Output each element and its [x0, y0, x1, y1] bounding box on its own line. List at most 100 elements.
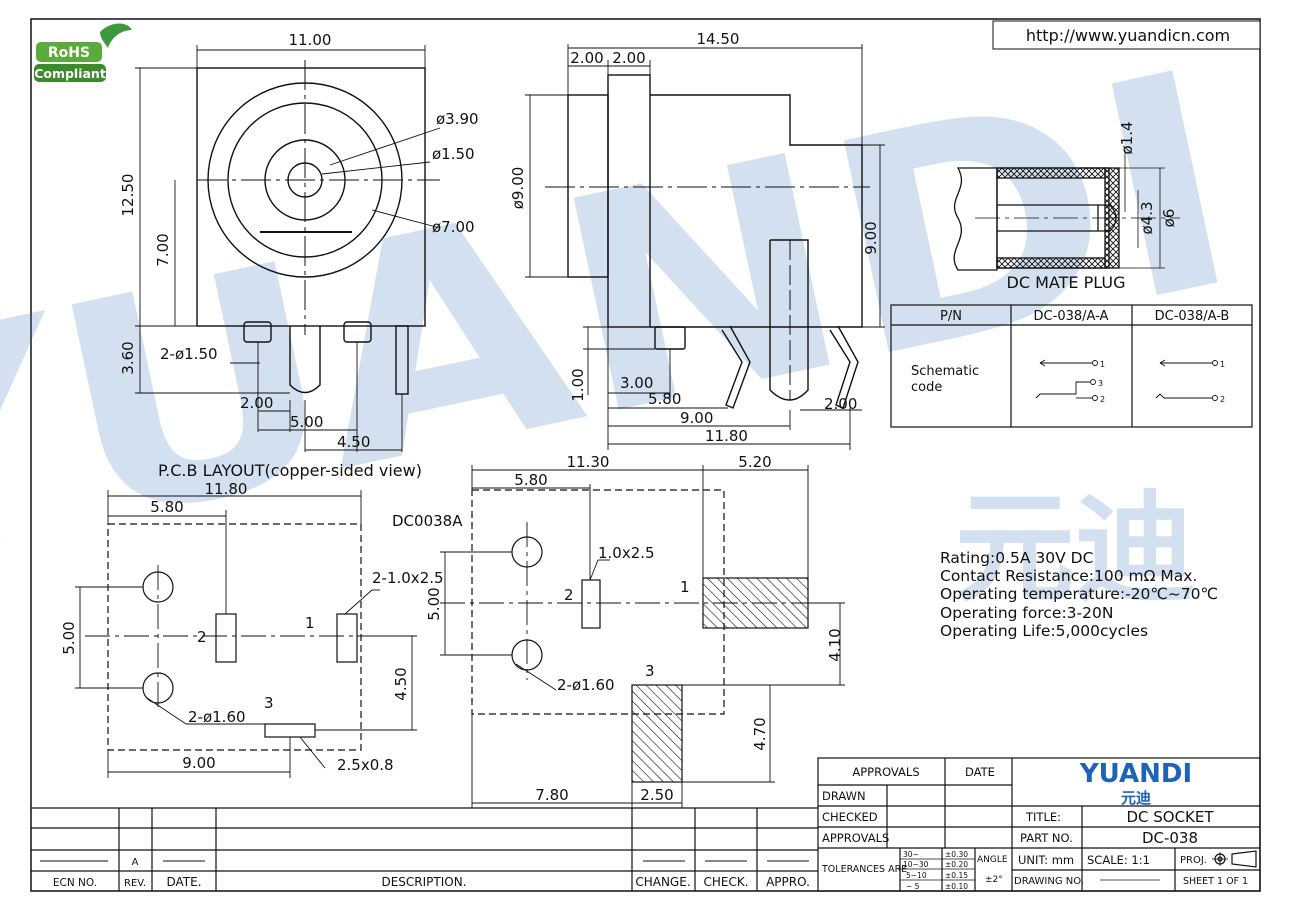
svg-text:Operating force:3-20N: Operating force:3-20N	[940, 604, 1113, 622]
svg-text:2.00: 2.00	[240, 394, 273, 412]
svg-text:11.30: 11.30	[567, 453, 610, 471]
svg-text:9.00: 9.00	[680, 409, 713, 427]
svg-text:Compliant: Compliant	[34, 66, 106, 81]
svg-text:2.00: 2.00	[824, 395, 857, 413]
svg-text:DRAWING NO.: DRAWING NO.	[1014, 876, 1084, 887]
svg-text:5.20: 5.20	[738, 453, 771, 471]
mate-plug-labels: ø1.4 ø4.3 ø6 DC MATE PLUG	[1007, 121, 1178, 292]
svg-text:DESCRIPTION.: DESCRIPTION.	[381, 875, 466, 889]
revision-table-labels: A ECN NO. REV. DATE. DESCRIPTION. CHANGE…	[53, 857, 810, 889]
svg-text:APPRO.: APPRO.	[766, 875, 810, 889]
svg-text:1.00: 1.00	[569, 368, 587, 401]
svg-text:2.5x0.8: 2.5x0.8	[337, 756, 394, 774]
svg-text:2: 2	[1220, 395, 1225, 404]
svg-text:2-1.0x2.5: 2-1.0x2.5	[372, 569, 444, 587]
svg-text:ANGLE: ANGLE	[977, 855, 1008, 865]
svg-text:5.00: 5.00	[60, 621, 78, 654]
svg-text:SHEET 1 OF 1: SHEET 1 OF 1	[1183, 876, 1248, 887]
svg-text:ø6: ø6	[1160, 209, 1178, 228]
svg-text:7.80: 7.80	[535, 786, 568, 804]
svg-text:3.60: 3.60	[119, 341, 137, 374]
svg-text:TOLERANCES ARE: TOLERANCES ARE	[821, 864, 907, 875]
svg-text:4.10: 4.10	[826, 628, 844, 661]
svg-text:5.80: 5.80	[648, 390, 681, 408]
svg-text:DC-038/A-A: DC-038/A-A	[1034, 309, 1109, 324]
side-view-labels: 14.50 2.00 2.00 ø9.00 9.00 1.00 3.00 5.8…	[509, 30, 880, 445]
svg-text:5.00: 5.00	[425, 587, 443, 620]
svg-text:Schematic: Schematic	[911, 364, 979, 379]
svg-text:P/N: P/N	[940, 309, 962, 324]
title-block	[817, 757, 1261, 892]
specifications: Rating:0.5A 30V DC Contact Resistance:10…	[940, 549, 1218, 640]
pcb-layout-labels: P.C.B LAYOUT(copper-sided view) 11.80 5.…	[60, 461, 444, 774]
svg-text:±0.10: ±0.10	[945, 882, 968, 891]
svg-text:3: 3	[1098, 379, 1103, 388]
svg-text:1: 1	[305, 614, 315, 632]
svg-text:PART NO.: PART NO.	[1020, 831, 1073, 845]
svg-text:CHECKED: CHECKED	[822, 810, 878, 824]
svg-text:TITLE:: TITLE:	[1025, 810, 1061, 824]
svg-text:ECN NO.: ECN NO.	[53, 877, 97, 889]
pcb-layout	[75, 490, 417, 778]
svg-text:P.C.B LAYOUT(copper-sided view: P.C.B LAYOUT(copper-sided view)	[158, 461, 422, 480]
svg-text:元迪: 元迪	[1121, 789, 1151, 807]
svg-text:DC0038A: DC0038A	[392, 512, 463, 530]
svg-text:3: 3	[264, 694, 274, 712]
svg-text:30~: 30~	[903, 850, 919, 859]
svg-text:ø3.90: ø3.90	[436, 110, 479, 128]
svg-text:2-ø1.60: 2-ø1.60	[188, 708, 246, 726]
svg-text:SCALE: 1:1: SCALE: 1:1	[1087, 853, 1150, 867]
svg-text:2.50: 2.50	[640, 786, 673, 804]
svg-text:5.80: 5.80	[150, 498, 183, 516]
pcb-layout-2-labels: DC0038A 11.30 5.20 5.80 5.00 1.0x2.5 2-ø…	[392, 453, 844, 804]
svg-text:9.00: 9.00	[862, 221, 880, 254]
svg-text:4.50: 4.50	[337, 433, 370, 451]
svg-text:ø7.00: ø7.00	[432, 218, 475, 236]
svg-text:DC MATE PLUG: DC MATE PLUG	[1007, 273, 1126, 292]
svg-text:2-ø1.50: 2-ø1.50	[160, 345, 218, 363]
website-url: http://www.yuandicn.com	[1026, 26, 1230, 45]
svg-text:APPROVALS: APPROVALS	[822, 831, 889, 845]
svg-text:12.50: 12.50	[119, 174, 137, 217]
svg-text:2.00: 2.00	[612, 49, 645, 67]
svg-text:YUANDI: YUANDI	[1079, 759, 1192, 789]
svg-text:CHECK.: CHECK.	[703, 875, 748, 889]
svg-text:14.50: 14.50	[697, 30, 740, 48]
svg-text:1: 1	[1100, 360, 1105, 369]
svg-text:±2°: ±2°	[985, 875, 1003, 885]
svg-text:REV.: REV.	[124, 878, 146, 889]
svg-text:2: 2	[197, 628, 207, 646]
revision-table	[31, 807, 818, 891]
svg-text:3.00: 3.00	[620, 374, 653, 392]
svg-text:5.80: 5.80	[514, 471, 547, 489]
front-view	[135, 45, 441, 452]
svg-text:11.80: 11.80	[705, 427, 748, 445]
svg-text:1.0x2.5: 1.0x2.5	[598, 544, 655, 562]
svg-text:ø1.4: ø1.4	[1118, 121, 1136, 154]
svg-text:DRAWN: DRAWN	[822, 789, 866, 803]
svg-text:2: 2	[564, 586, 574, 604]
svg-text:code: code	[911, 380, 942, 395]
svg-text:APPROVALS: APPROVALS	[852, 765, 919, 779]
side-view	[525, 44, 885, 450]
rohs-logo: RoHS Compliant	[34, 23, 132, 82]
svg-text:Operating temperature:-20℃~70℃: Operating temperature:-20℃~70℃	[940, 585, 1218, 603]
svg-text:±0.30: ±0.30	[945, 850, 968, 859]
svg-text:2.00: 2.00	[570, 49, 603, 67]
svg-text:PROJ.: PROJ.	[1180, 855, 1207, 866]
svg-text:~ 5: ~ 5	[906, 882, 920, 891]
svg-text:1: 1	[1220, 360, 1225, 369]
svg-text:DATE.: DATE.	[166, 875, 201, 889]
svg-text:Rating:0.5A 30V DC: Rating:0.5A 30V DC	[940, 549, 1093, 567]
svg-text:Operating Life:5,000cycles: Operating Life:5,000cycles	[940, 622, 1148, 640]
title-block-labels: APPROVALS DATE DRAWN CHECKED APPROVALS T…	[821, 759, 1248, 891]
pn-table-labels: P/N DC-038/A-A DC-038/A-B Schematic code…	[911, 309, 1229, 404]
svg-text:CHANGE.: CHANGE.	[635, 875, 690, 889]
front-view-labels: 11.00 12.50 7.00 3.60 ø3.90 ø1.50 ø7.00 …	[119, 31, 479, 451]
mate-plug	[953, 150, 1180, 271]
svg-text:ø1.50: ø1.50	[432, 145, 475, 163]
svg-text:9.00: 9.00	[182, 754, 215, 772]
svg-text:UNIT: mm: UNIT: mm	[1018, 853, 1074, 867]
svg-text:5~10: 5~10	[906, 871, 927, 880]
